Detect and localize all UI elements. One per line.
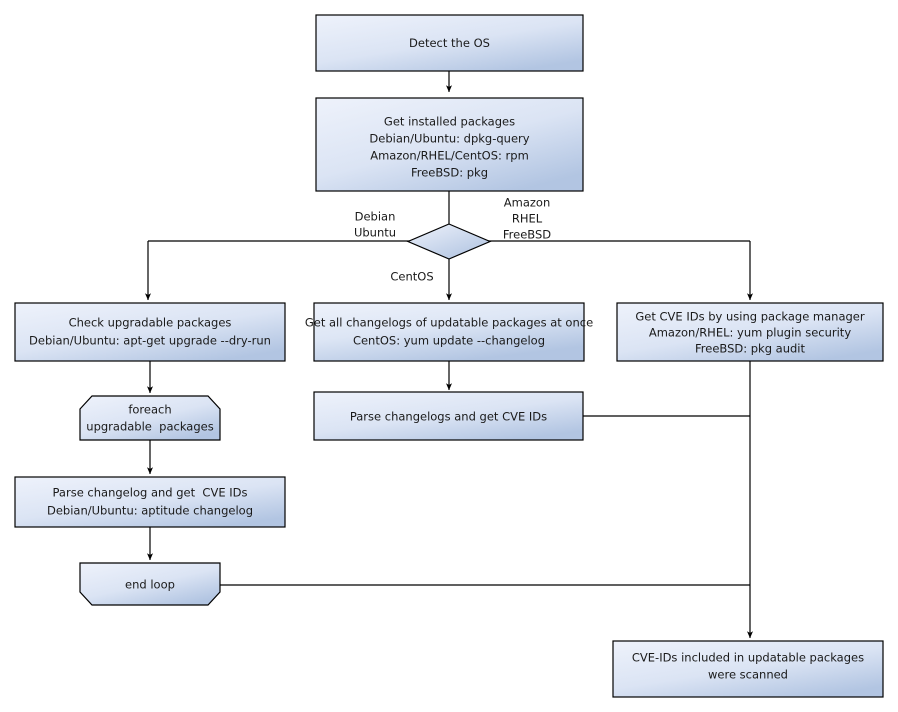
node-parse-changelog-single-line-2: Debian/Ubuntu: aptitude changelog <box>47 504 253 518</box>
node-get-all-changelogs[interactable]: Get all changelogs of updatable packages… <box>305 302 593 362</box>
node-get-all-changelogs-line-2: CentOS: yum update --changelog <box>353 334 545 348</box>
edge-label-debian-line-1: Debian <box>355 210 396 224</box>
node-check-upgradable-line-2: Debian/Ubuntu: apt-get upgrade --dry-run <box>29 334 271 348</box>
node-get-all-changelogs-line-1: Get all changelogs of updatable packages… <box>305 316 593 330</box>
node-parse-changelog-single[interactable]: Parse changelog and get CVE IDs Debian/U… <box>14 476 286 528</box>
edge-label-rhel-line-1: Amazon <box>504 196 550 210</box>
node-end-loop-label: end loop <box>125 578 175 592</box>
edge-label-rhel-line-2: RHEL <box>512 212 543 226</box>
node-check-upgradable-packages[interactable]: Check upgradable packages Debian/Ubuntu:… <box>14 302 286 362</box>
node-foreach-line-1: foreach <box>128 403 171 417</box>
node-scanned-result[interactable]: CVE-IDs included in updatable packages w… <box>612 640 884 698</box>
node-foreach-line-2: upgradable packages <box>86 420 213 434</box>
edge-label-amazon-rhel-freebsd: Amazon RHEL FreeBSD <box>503 196 551 242</box>
node-parse-changelogs-multi[interactable]: Parse changelogs and get CVE IDs <box>313 391 584 441</box>
edge-label-debian-ubuntu: Debian Ubuntu <box>354 210 396 240</box>
node-get-installed-packages-line-2: Debian/Ubuntu: dpkg-query <box>369 132 529 146</box>
node-scanned-result-line-2: were scanned <box>708 668 788 682</box>
node-detect-os[interactable]: Detect the OS <box>315 14 584 72</box>
node-get-installed-packages-line-3: Amazon/RHEL/CentOS: rpm <box>370 149 529 163</box>
node-check-upgradable-line-1: Check upgradable packages <box>69 316 232 330</box>
node-get-installed-packages[interactable]: Get installed packages Debian/Ubuntu: dp… <box>315 97 584 192</box>
node-parse-changelog-single-line-1: Parse changelog and get CVE IDs <box>53 486 248 500</box>
edge-label-centos-line-1: CentOS <box>390 270 433 284</box>
edge-label-debian-line-2: Ubuntu <box>354 226 396 240</box>
node-scanned-result-line-1: CVE-IDs included in updatable packages <box>632 651 864 665</box>
node-detect-os-label: Detect the OS <box>409 36 490 50</box>
node-end-loop[interactable]: end loop <box>79 562 221 606</box>
node-get-cve-pkgmgr-line-2: Amazon/RHEL: yum plugin security <box>649 326 851 340</box>
node-get-cve-package-manager[interactable]: Get CVE IDs by using package manager Ama… <box>616 302 884 362</box>
node-get-installed-packages-line-4: FreeBSD: pkg <box>411 166 488 180</box>
edge-label-rhel-line-3: FreeBSD <box>503 228 551 242</box>
edge-label-centos: CentOS <box>390 270 433 284</box>
node-foreach-loop-start[interactable]: foreach upgradable packages <box>79 395 221 441</box>
node-get-installed-packages-line-1: Get installed packages <box>384 115 515 129</box>
node-get-cve-pkgmgr-line-1: Get CVE IDs by using package manager <box>635 310 865 324</box>
node-get-cve-pkgmgr-line-3: FreeBSD: pkg audit <box>695 342 806 356</box>
node-os-decision-diamond[interactable] <box>406 223 492 260</box>
node-parse-changelogs-multi-label: Parse changelogs and get CVE IDs <box>350 410 547 424</box>
